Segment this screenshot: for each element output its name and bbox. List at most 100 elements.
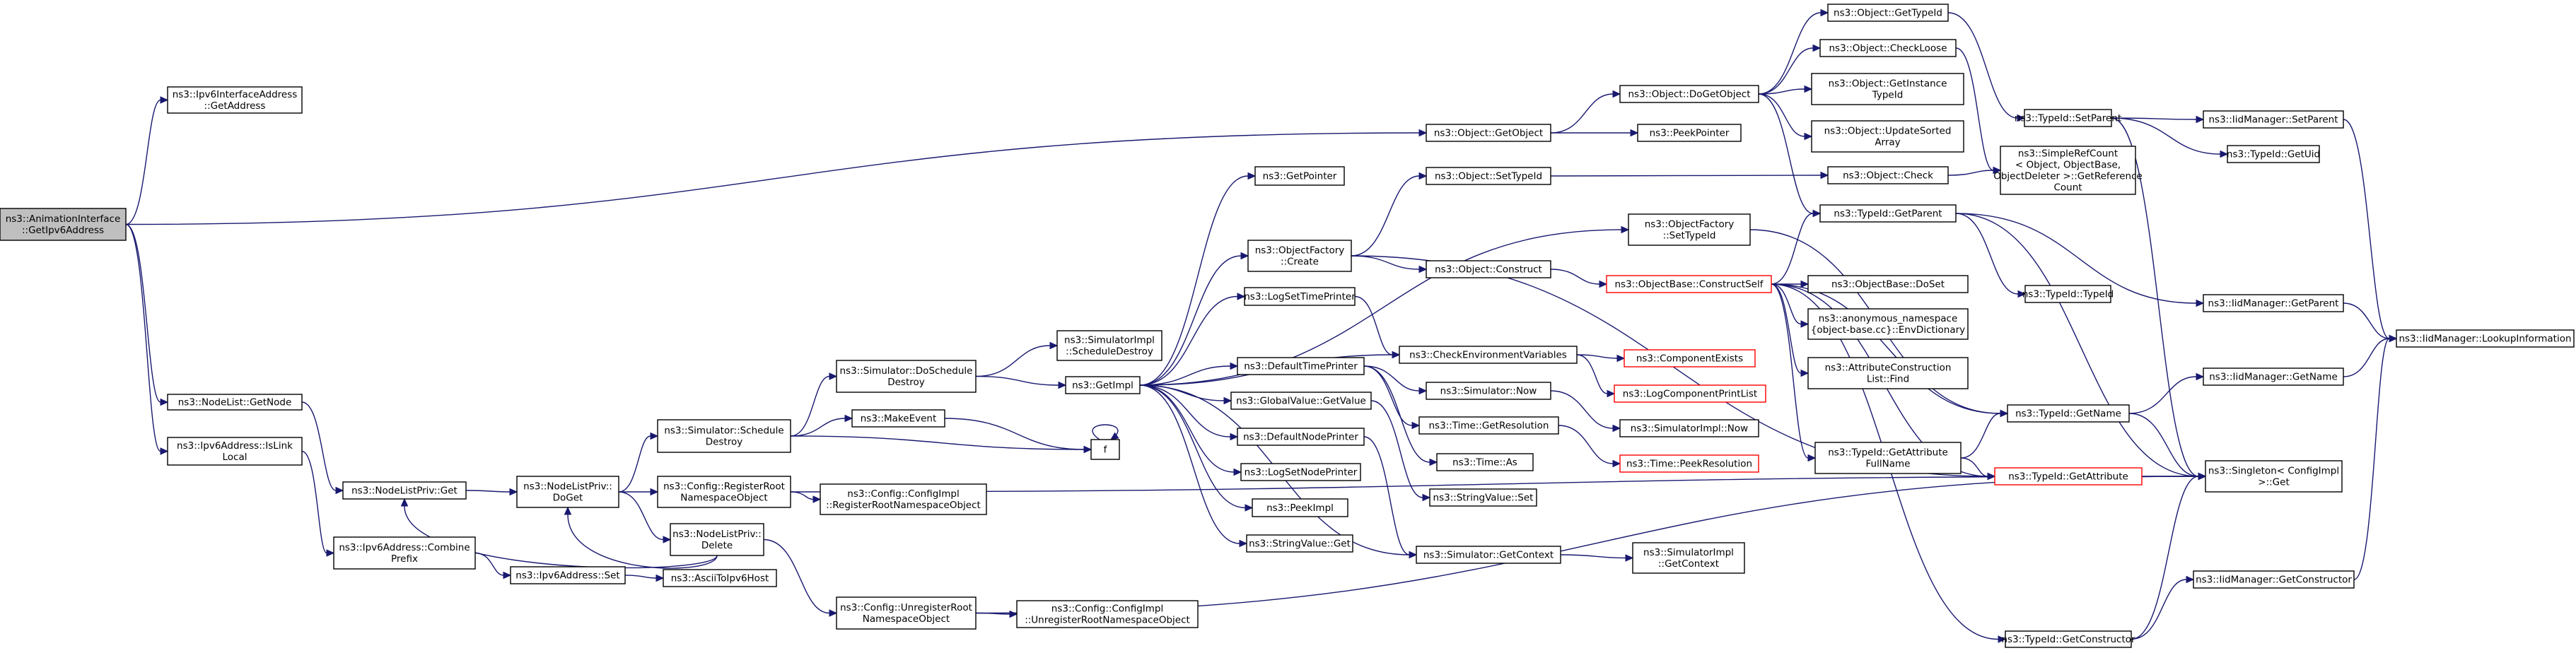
edge-typeid-getname-to-iidmgr-getname-arrowhead (2196, 372, 2205, 381)
node-label: ns3::Simulator::DoSchedule (840, 365, 973, 377)
node-getimpl[interactable]: ns3::GetImpl (1065, 376, 1141, 394)
node-logcomponentprintlist[interactable]: ns3::LogComponentPrintList (1614, 384, 1766, 403)
edge-ipv6-islinklocal-to-ipv6-combineprefix-arrowhead (326, 549, 335, 557)
node-iidmgr-lookupinfo[interactable]: ns3::IidManager::LookupInformation (2396, 329, 2575, 348)
edge-logsettimeprinter-to-check-env-arrowhead (1392, 351, 1401, 359)
node-nlp-get[interactable]: ns3::NodeListPriv::Get (342, 481, 467, 500)
edge-cfg-register-to-cfgimpl-register-arrowhead (812, 495, 822, 503)
node-object-construct[interactable]: ns3::Object::Construct (1426, 260, 1551, 278)
node-label: ns3::NodeListPriv::Get (351, 485, 457, 496)
node-objfactory-settypeid[interactable]: ns3::ObjectFactory::SetTypeId (1628, 213, 1751, 246)
node-typeid-setparent[interactable]: ns3::TypeId::SetParent (2015, 109, 2121, 127)
edge-sim-doschedule-destroy-to-simimpl-schedule-destroy-arrowhead (1049, 341, 1059, 350)
node-label: ns3::Config::ConfigImpl (1051, 603, 1163, 614)
node-simimpl-now[interactable]: ns3::SimulatorImpl::Now (1619, 419, 1759, 437)
edge-getimpl-to-defaultnodeprinter-arrowhead (1230, 433, 1239, 441)
node-defaultnodeprinter[interactable]: ns3::DefaultNodePrinter (1237, 428, 1365, 446)
node-label: Count (2053, 182, 2082, 193)
node-cfg-register[interactable]: ns3::Config::RegisterRootNamespaceObject (657, 476, 791, 508)
node-typeid-getparent[interactable]: ns3::TypeId::GetParent (1819, 204, 1957, 223)
node-logsettimeprinter[interactable]: ns3::LogSetTimePrinter (1244, 287, 1356, 306)
edge-object-gettypeid-to-typeid-setparent-arrowhead (2017, 114, 2026, 122)
node-stringvalue-get[interactable]: ns3::StringValue::Get (1246, 534, 1353, 553)
node-cfgimpl-unregister[interactable]: ns3::Config::ConfigImpl::UnregisterRootN… (1016, 600, 1199, 628)
node-makeevent[interactable]: ns3::MakeEvent (851, 409, 945, 428)
node-peekimpl[interactable]: ns3::PeekImpl (1252, 498, 1348, 517)
node-iidmgr-getname[interactable]: ns3::IidManager::GetName (2203, 367, 2344, 386)
node-logsetnodeprinter[interactable]: ns3::LogSetNodePrinter (1240, 463, 1361, 481)
edge-typeid-getconstructor-to-singleton-get (2131, 476, 2199, 640)
node-peekpointer[interactable]: ns3::PeekPointer (1637, 124, 1742, 142)
node-sim-getcontext[interactable]: ns3::Simulator::GetContext (1416, 546, 1561, 564)
node-sim-schedule-destroy[interactable]: ns3::Simulator::ScheduleDestroy (657, 419, 791, 453)
edge-root-to-ipv6-islinklocal-arrowhead (160, 447, 169, 455)
node-object-getobject[interactable]: ns3::Object::GetObject (1426, 124, 1551, 142)
node-time-as[interactable]: ns3::Time::As (1436, 453, 1534, 471)
node-ipv6-set[interactable]: ns3::Ipv6Address::Set (510, 566, 626, 584)
node-iidmgr-setparent[interactable]: ns3::IidManager::SetParent (2203, 110, 2344, 129)
node-time-peekresolution[interactable]: ns3::Time::PeekResolution (1619, 454, 1759, 473)
node-simimpl-schedule-destroy[interactable]: ns3::SimulatorImpl::ScheduleDestroy (1056, 330, 1162, 361)
node-cfg-unregister[interactable]: ns3::Config::UnregisterRootNamespaceObje… (836, 596, 977, 630)
edge-object-checkloose-to-simplerefcount (1955, 47, 1994, 171)
node-label: ns3::ComponentExists (1636, 353, 1743, 364)
node-getpointer[interactable]: ns3::GetPointer (1254, 166, 1345, 186)
node-box (1247, 240, 1352, 272)
node-box (2000, 146, 2136, 195)
node-label: ns3::LogSetTimePrinter (1244, 291, 1356, 302)
node-f[interactable]: f (1090, 439, 1120, 460)
node-typeid-getconstructor[interactable]: ns3::TypeId::GetConstructor (2001, 630, 2135, 648)
edge-sim-schedule-destroy-to-makeevent (790, 418, 846, 437)
edge-typeid-getattrfullname-to-typeid-getname-arrowhead (2000, 409, 2009, 418)
node-typeid-getattribute[interactable]: ns3::TypeId::GetAttribute (1994, 467, 2143, 486)
node-singleton-get[interactable]: ns3::Singleton< ConfigImpl >::Get (2205, 460, 2343, 493)
node-check-env[interactable]: ns3::CheckEnvironmentVariables (1399, 346, 1578, 364)
node-object-checkloose[interactable]: ns3::Object::CheckLoose (1819, 39, 1957, 57)
node-typeid-getuid[interactable]: ns3::TypeId::GetUid (2227, 145, 2320, 163)
node-label: ::UnregisterRootNamespaceObject (1025, 614, 1190, 625)
node-box (167, 394, 303, 411)
edge-time-getresolution-to-time-peekresolution (1558, 425, 1614, 464)
node-simimpl-getcontext[interactable]: ns3::SimulatorImpl::GetContext (1632, 542, 1745, 574)
node-object-gettypeid[interactable]: ns3::Object::GetTypeId (1827, 4, 1949, 22)
node-iidmgr-getconstructor[interactable]: ns3::IidManager::GetConstructor (2193, 570, 2355, 589)
edge-objbase-constructself-to-anon-envdict-arrowhead (1800, 320, 1809, 328)
node-objbase-doset[interactable]: ns3::ObjectBase::DoSet (1807, 275, 1969, 293)
node-objbase-constructself[interactable]: ns3::ObjectBase::ConstructSelf (1606, 275, 1772, 293)
node-label: ns3::NodeListPriv:: (672, 529, 762, 540)
node-anon-envdict[interactable]: ns3::anonymous_namespace{object-base.cc}… (1807, 308, 1969, 340)
node-object-check[interactable]: ns3::Object::Check (1827, 166, 1949, 184)
node-box (1246, 534, 1353, 553)
node-object-dogetobject[interactable]: ns3::Object::DoGetObject (1619, 85, 1759, 103)
node-nlp-doget[interactable]: ns3::NodeListPriv::DoGet (516, 476, 619, 508)
edge-objbase-constructself-to-typeid-getparent (1771, 213, 1814, 285)
node-iidmgr-getparent[interactable]: ns3::IidManager::GetParent (2203, 294, 2344, 312)
node-typeid-getname[interactable]: ns3::TypeId::GetName (2007, 404, 2130, 423)
node-sim-now[interactable]: ns3::Simulator::Now (1426, 382, 1551, 400)
node-time-getresolution[interactable]: ns3::Time::GetResolution (1418, 416, 1559, 435)
node-simplerefcount[interactable]: ns3::SimpleRefCount< Object, ObjectBase,… (1993, 146, 2143, 195)
node-defaulttimeprinter[interactable]: ns3::DefaultTimePrinter (1237, 357, 1365, 375)
node-componentexists[interactable]: ns3::ComponentExists (1624, 349, 1756, 367)
node-label: ns3::TypeId::SetParent (2015, 112, 2121, 124)
node-cfgimpl-register[interactable]: ns3::Config::ConfigImpl::RegisterRootNam… (820, 483, 987, 515)
node-label: ns3::StringValue::Get (1249, 538, 1351, 549)
node-globalvalue-getvalue[interactable]: ns3::GlobalValue::GetValue (1230, 392, 1372, 410)
node-nodelist-getnode[interactable]: ns3::NodeList::GetNode (167, 394, 303, 411)
node-stringvalue-set[interactable]: ns3::StringValue::Set (1429, 488, 1537, 507)
node-typeid-typeid[interactable]: ns3::TypeId::TypeId (2022, 285, 2114, 303)
node-object-settypeid[interactable]: ns3::Object::SetTypeId (1426, 167, 1551, 185)
node-ascii-ipv6[interactable]: ns3::AsciiToIpv6Host (663, 569, 777, 587)
node-nlp-delete[interactable]: ns3::NodeListPriv::Delete (670, 523, 764, 556)
node-objfactory-create[interactable]: ns3::ObjectFactory::Create (1247, 240, 1352, 272)
node-box (1418, 416, 1559, 435)
node-ipv6ifaddr[interactable]: ns3::Ipv6InterfaceAddress::GetAddress (167, 86, 303, 114)
node-root[interactable]: ns3::AnimationInterface::GetIpv6Address (0, 208, 127, 241)
